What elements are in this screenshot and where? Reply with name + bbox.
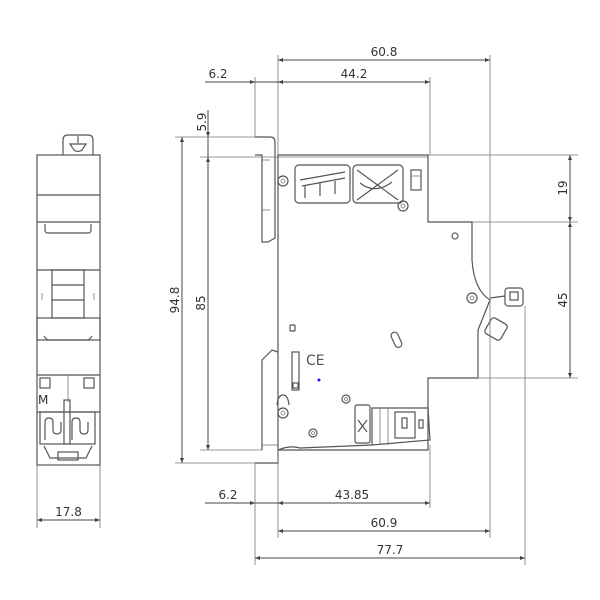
- marker-dot: [317, 378, 321, 382]
- front-label-m: M: [38, 393, 48, 407]
- side-view: CE: [255, 136, 524, 464]
- dim-top-total-depth: 60.8: [371, 45, 398, 59]
- dim-front-width: 17.8: [55, 505, 82, 519]
- dim-top-clip-offset: 5.9: [195, 112, 209, 131]
- dim-overall-depth: 77.7: [377, 543, 404, 557]
- ce-mark: CE: [306, 353, 325, 369]
- dim-top-body-depth: 44.2: [341, 67, 368, 81]
- dim-bottom-front-offset: 6.2: [218, 488, 237, 502]
- dimension-lines: 60.8 6.2 44.2 5.9 94.8 85 19: [168, 45, 578, 565]
- front-view: M 17.8: [36, 134, 101, 528]
- dim-bottom-total-depth: 60.9: [371, 516, 398, 530]
- dim-overall-height: 94.8: [168, 287, 182, 314]
- dim-top-front-offset: 6.2: [208, 67, 227, 81]
- dim-right-upper-step: 19: [556, 180, 570, 195]
- dim-right-middle-step: 45: [556, 292, 570, 307]
- dim-body-height: 85: [194, 295, 208, 310]
- dim-bottom-body-depth: 43.85: [335, 488, 369, 502]
